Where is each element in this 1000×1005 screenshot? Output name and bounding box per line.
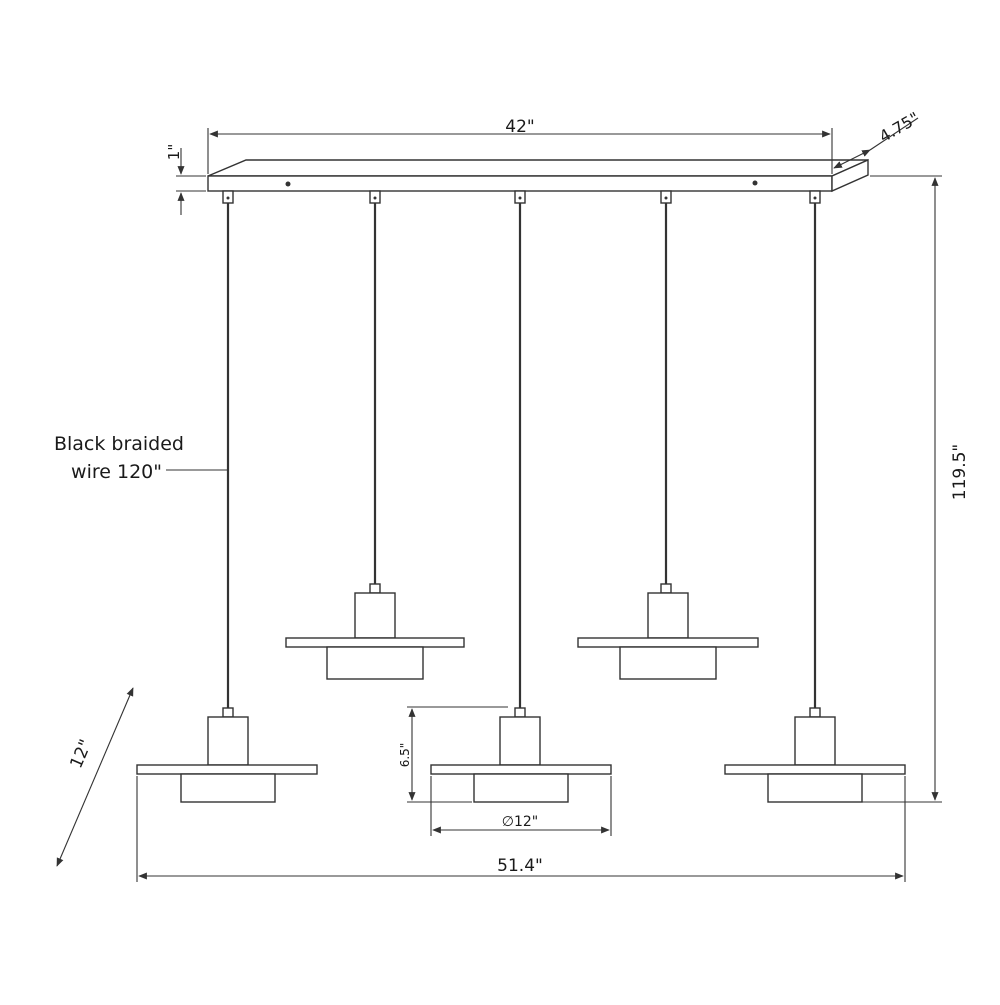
overall-depth-label: 12": [66, 737, 96, 772]
canopy-height-label: 1": [165, 144, 183, 160]
canopy-depth-label: 4.75": [876, 108, 923, 146]
overall-width-label: 51.4": [497, 856, 543, 876]
pendant-2: [285, 190, 465, 680]
canopy-depth-dimension: 4.75": [833, 108, 923, 169]
wire-label-line2: wire 120": [71, 461, 162, 483]
canopy-length-dimension: 42": [207, 117, 833, 174]
shade-diameter-dimension: ∅12": [430, 776, 612, 836]
overall-height-dimension: 119.5": [862, 175, 970, 803]
mounting-screw: [285, 181, 291, 187]
overall-depth-dimension: 12": [56, 687, 134, 867]
canopy: [207, 158, 869, 193]
canopy-length-label: 42": [505, 117, 534, 137]
pendant-3: [430, 190, 612, 803]
pendant-1: [136, 190, 318, 803]
overall-width-dimension: 51.4": [136, 776, 906, 882]
shade-height-dimension: 6.5": [398, 706, 508, 803]
pendant-5: [724, 190, 906, 803]
wire-label-line1: Black braided: [54, 433, 184, 455]
shade-height-label: 6.5": [398, 743, 412, 768]
wire-callout: Black braided wire 120": [54, 433, 227, 483]
canopy-height-dimension: 1": [165, 144, 206, 215]
overall-height-label: 119.5": [950, 444, 970, 501]
shade-diameter-label: ∅12": [502, 814, 538, 830]
mounting-screw: [752, 180, 758, 186]
pendant-4: [577, 190, 759, 680]
